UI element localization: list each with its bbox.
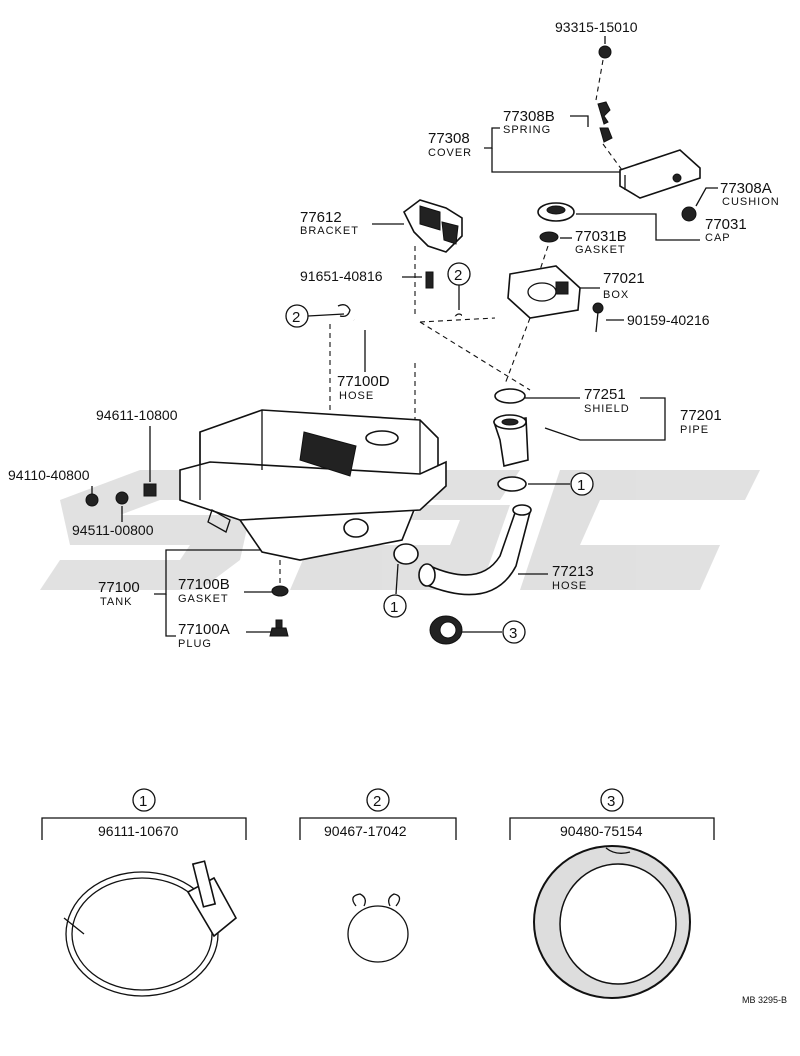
cushion-icon — [681, 206, 697, 222]
part-name-gasket-tank: GASKET — [178, 593, 229, 605]
part-number-93315-15010: 93315-15010 — [555, 19, 638, 35]
callout-1-lower-label: 1 — [390, 599, 398, 616]
part-name-gasket: GASKET — [575, 244, 626, 256]
nut-94110-icon — [85, 493, 99, 507]
part-name-spring: SPRING — [503, 124, 551, 136]
detail-2-badge — [366, 788, 390, 812]
filler-box-icon — [507, 265, 581, 319]
part-number-77213: 77213 — [552, 563, 594, 580]
callout-1-right — [570, 472, 594, 496]
detail-2-ref: 2 — [373, 793, 381, 810]
grommet-detail-icon — [533, 845, 691, 999]
part-name-shield: SHIELD — [584, 403, 630, 415]
bolt-91651-icon — [425, 271, 434, 289]
spring-icon — [597, 101, 613, 143]
wire-clip-detail-icon — [347, 893, 409, 963]
clamp-hose-icon — [393, 543, 419, 565]
part-name-cushion: CUSHION — [722, 196, 780, 208]
bracket-icon — [402, 199, 463, 253]
detail-1-ref: 1 — [139, 793, 147, 810]
filler-pipe-icon — [492, 414, 529, 467]
hose-clamp-detail-icon — [63, 860, 238, 997]
detail-2-part-number: 90467-17042 — [324, 823, 407, 839]
part-number-77021: 77021 — [603, 270, 645, 287]
part-number-91651-40816: 91651-40816 — [300, 268, 383, 284]
part-name-cover: COVER — [428, 147, 472, 159]
bolt-94611-icon — [143, 483, 157, 497]
part-number-77031B: 77031B — [575, 228, 627, 245]
part-name-plug: PLUG — [178, 638, 212, 650]
callout-1-right-label: 1 — [577, 477, 585, 494]
part-number-77100: 77100 — [98, 579, 140, 596]
part-number-77100B: 77100B — [178, 576, 230, 593]
part-name-tank: TANK — [100, 596, 133, 608]
screw-90159-icon — [592, 302, 604, 333]
part-number-94511-00800: 94511-00800 — [72, 522, 154, 538]
callout-1-lower — [383, 594, 407, 618]
tank-gasket-icon — [271, 585, 289, 597]
callout-3-label: 3 — [509, 625, 517, 642]
callout-3 — [502, 620, 526, 644]
part-number-77308: 77308 — [428, 130, 470, 147]
detail-1-part-number: 96111-10670 — [98, 823, 179, 839]
part-number-94611-10800: 94611-10800 — [96, 407, 178, 423]
detail-1-badge — [132, 788, 156, 812]
part-number-77100A: 77100A — [178, 621, 230, 638]
part-name-box: BOX — [603, 289, 629, 301]
grommet-icon — [429, 615, 463, 645]
part-number-77031: 77031 — [705, 216, 747, 233]
clip-left-icon — [337, 304, 351, 318]
part-number-77308A: 77308A — [720, 180, 772, 197]
cap-gasket-icon — [539, 231, 559, 243]
callout-2-left-label: 2 — [292, 309, 300, 326]
part-number-77251: 77251 — [584, 386, 626, 403]
drain-plug-icon — [269, 619, 289, 637]
part-number-90159-40216: 90159-40216 — [627, 312, 710, 328]
washer-94511-icon — [115, 491, 129, 505]
clamp-small-icon — [497, 476, 527, 492]
screw-93315-icon — [598, 45, 612, 59]
part-name-cap: CAP — [705, 232, 731, 244]
detail-3-ref: 3 — [607, 793, 615, 810]
part-number-77201: 77201 — [680, 407, 722, 424]
part-name-bracket: BRACKET — [300, 225, 359, 237]
part-name-pipe: PIPE — [680, 424, 709, 436]
part-number-94110-40800: 94110-40800 — [8, 467, 90, 483]
drawing-code: MB 3295-B — [742, 995, 787, 1005]
fuel-door-cover-icon — [619, 149, 701, 199]
detail-3-badge — [600, 788, 624, 812]
part-number-77100D: 77100D — [337, 373, 390, 390]
fuel-cap-icon — [537, 202, 575, 222]
callout-2-upper-label: 2 — [454, 267, 462, 284]
part-name-hose-filler: HOSE — [552, 580, 587, 592]
part-name-hose-breather: HOSE — [339, 390, 374, 402]
part-number-77612: 77612 — [300, 209, 342, 226]
shield-icon — [494, 388, 526, 404]
part-number-77308B: 77308B — [503, 108, 555, 125]
detail-3-part-number: 90480-75154 — [560, 823, 643, 839]
fuel-tank-icon — [179, 409, 447, 561]
filler-hose-icon — [418, 504, 532, 596]
